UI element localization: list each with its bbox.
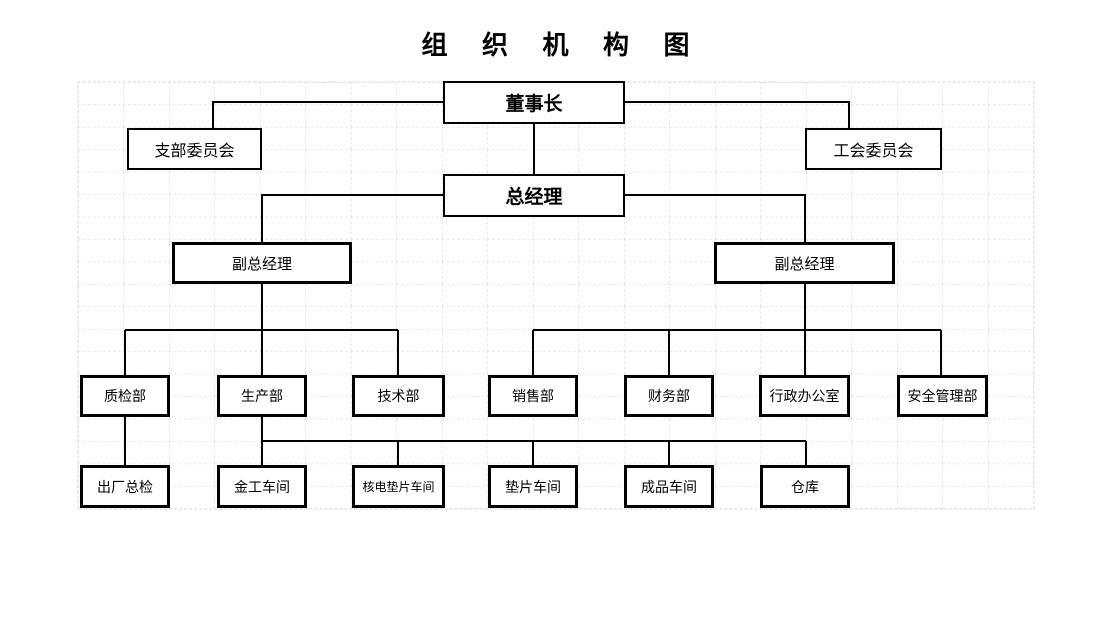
org-node-finished-goods-workshop[interactable]: 成品车间 <box>624 465 714 508</box>
org-node-union-committee[interactable]: 工会委员会 <box>805 128 942 170</box>
org-node-finance-dept[interactable]: 财务部 <box>624 375 714 417</box>
connector-left-bus <box>124 329 399 375</box>
org-node-sales-dept-label: 销售部 <box>512 390 554 405</box>
connector-chairman-branch <box>212 101 443 128</box>
connector-chairman-union <box>625 101 850 128</box>
connector-right-bus <box>532 329 942 375</box>
org-node-finished-goods-workshop-label: 成品车间 <box>641 480 697 496</box>
org-node-chairman[interactable]: 董事长 <box>443 81 625 124</box>
org-connectors <box>124 101 942 465</box>
org-node-union-committee-label: 工会委员会 <box>833 143 914 160</box>
org-node-metalwork-workshop[interactable]: 金工车间 <box>217 465 307 508</box>
org-node-warehouse[interactable]: 仓库 <box>760 465 850 508</box>
org-node-finance-dept-label: 财务部 <box>648 390 690 405</box>
org-node-admin-office[interactable]: 行政办公室 <box>759 375 850 417</box>
org-node-safety-dept[interactable]: 安全管理部 <box>897 375 988 417</box>
org-node-deputy-gm-right-label: 副总经理 <box>774 256 835 273</box>
org-node-technology-dept[interactable]: 技术部 <box>352 375 445 417</box>
connector-gm-dgm-right <box>625 194 806 242</box>
org-node-gasket-workshop-label: 垫片车间 <box>505 480 561 496</box>
org-node-branch-committee-label: 支部委员会 <box>154 143 235 160</box>
org-node-warehouse-label: 仓库 <box>791 480 819 496</box>
org-node-nuclear-gasket-workshop[interactable]: 核电垫片车间 <box>352 465 445 508</box>
org-node-deputy-gm-left[interactable]: 副总经理 <box>172 242 352 284</box>
org-node-technology-dept-label: 技术部 <box>377 390 420 405</box>
org-node-admin-office-label: 行政办公室 <box>769 390 840 405</box>
org-node-final-inspection-label: 出厂总检 <box>97 480 153 496</box>
org-node-sales-dept[interactable]: 销售部 <box>488 375 578 417</box>
org-node-quality-dept-label: 质检部 <box>104 390 146 405</box>
org-node-safety-dept-label: 安全管理部 <box>907 390 978 405</box>
org-node-metalwork-workshop-label: 金工车间 <box>234 480 290 496</box>
org-node-chairman-label: 董事长 <box>505 94 563 115</box>
org-node-final-inspection[interactable]: 出厂总检 <box>80 465 170 508</box>
org-node-deputy-gm-right[interactable]: 副总经理 <box>714 242 895 284</box>
org-node-general-manager-label: 总经理 <box>505 187 563 208</box>
org-node-production-dept-label: 生产部 <box>241 390 283 405</box>
org-node-branch-committee[interactable]: 支部委员会 <box>127 128 262 170</box>
org-node-production-dept[interactable]: 生产部 <box>217 375 307 417</box>
org-node-gasket-workshop[interactable]: 垫片车间 <box>488 465 578 508</box>
org-node-deputy-gm-left-label: 副总经理 <box>231 256 292 273</box>
org-node-general-manager[interactable]: 总经理 <box>443 174 625 217</box>
org-node-nuclear-gasket-workshop-label: 核电垫片车间 <box>362 480 435 494</box>
connector-gm-dgm-left <box>261 194 443 242</box>
chart-title: 组 织 机 构 图 <box>421 31 704 60</box>
connector-workshop-bus <box>262 440 807 465</box>
org-node-quality-dept[interactable]: 质检部 <box>80 375 170 417</box>
